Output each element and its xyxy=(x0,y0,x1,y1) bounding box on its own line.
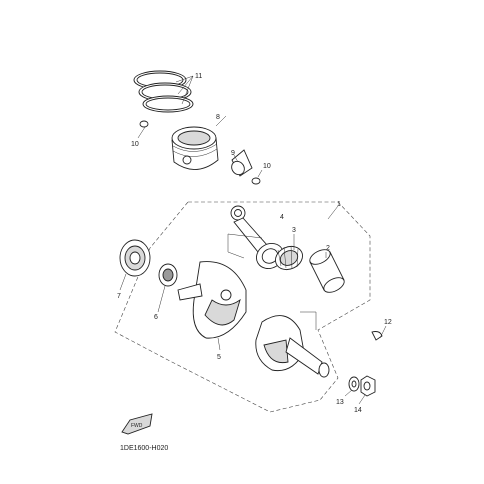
callout-12: 12 xyxy=(384,319,392,326)
fwd-label: FWD xyxy=(131,423,143,429)
callout-1: 1 xyxy=(337,201,341,208)
piston-ring-set[interactable] xyxy=(133,70,194,113)
fwd-arrow-icon: FWD xyxy=(121,413,153,435)
piston-pin[interactable] xyxy=(229,149,253,177)
circlip-right[interactable] xyxy=(251,177,261,185)
callout-2: 2 xyxy=(326,245,330,252)
hex-nut[interactable] xyxy=(360,375,376,397)
callout-9: 9 xyxy=(231,150,235,157)
callout-7: 7 xyxy=(117,293,121,300)
callout-4: 4 xyxy=(280,214,284,221)
callout-6: 6 xyxy=(154,314,158,321)
diagram-code: 1DE1600-H020 xyxy=(120,445,168,452)
plain-washer[interactable] xyxy=(348,376,360,392)
circlip-left[interactable] xyxy=(139,120,149,128)
assembly-group-boundary xyxy=(114,201,371,413)
piston[interactable] xyxy=(171,126,219,170)
crank-right[interactable] xyxy=(255,315,330,378)
callout-14: 14 xyxy=(354,407,362,414)
callout-leaders xyxy=(119,75,387,405)
callout-8: 8 xyxy=(216,114,220,121)
callout-13: 13 xyxy=(336,399,344,406)
crank-pin[interactable] xyxy=(307,247,346,296)
needle-bearing[interactable] xyxy=(272,242,307,274)
callout-3: 3 xyxy=(292,227,296,234)
crankshaft-bearing[interactable] xyxy=(119,239,151,277)
callout-numbers: 11 8 10 9 10 1 4 3 2 7 6 5 12 13 14 xyxy=(117,73,392,414)
oil-seal[interactable] xyxy=(158,263,178,287)
crank-left[interactable] xyxy=(177,261,247,339)
callout-11: 11 xyxy=(195,73,202,80)
woodruff-key[interactable] xyxy=(371,331,383,341)
callout-10-left: 10 xyxy=(131,141,139,148)
callout-10-right: 10 xyxy=(263,163,271,170)
callout-5: 5 xyxy=(217,354,221,361)
